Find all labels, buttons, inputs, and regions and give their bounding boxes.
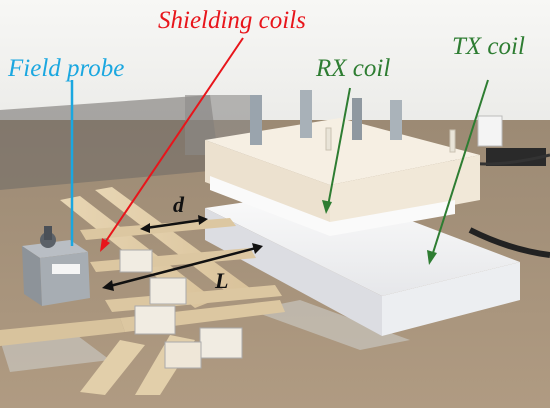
cable xyxy=(468,227,550,258)
rx-coil-side xyxy=(330,155,480,228)
shielding-coil-frame xyxy=(0,187,285,395)
dimension-L-arrow xyxy=(102,243,263,291)
rx-coil-label: RX coil xyxy=(316,55,391,82)
tx-coil-arrowhead xyxy=(427,250,437,265)
shielding-coils-label: Shielding coils xyxy=(158,7,306,34)
tx-coil-pointer xyxy=(431,79,489,257)
wall-socket xyxy=(477,115,503,147)
rx-coil-front xyxy=(205,140,330,228)
tx-coil-label: TX coil xyxy=(452,33,525,60)
field-probe-label: Field probe xyxy=(8,55,125,82)
shielding-coils-pointer xyxy=(103,37,244,245)
rx-coil-arrowhead xyxy=(322,200,332,214)
rx-coil-plate xyxy=(210,176,455,236)
support-pillar xyxy=(250,95,262,145)
dimension-d-label: d xyxy=(173,192,184,217)
floor-tape xyxy=(250,300,410,350)
rx-coil-top xyxy=(205,118,480,185)
tx-coil-side xyxy=(382,262,520,336)
shielding-coils-arrowhead xyxy=(100,238,110,252)
back-equipment xyxy=(0,95,220,190)
rx-coil-pointer xyxy=(327,87,351,207)
power-strip xyxy=(486,148,546,166)
dimension-L-label: L xyxy=(215,268,229,293)
support-pillar-4 xyxy=(352,98,362,140)
bolt xyxy=(325,127,332,151)
dimension-d-arrow xyxy=(140,215,208,233)
support-pillar-2 xyxy=(300,90,312,138)
field-probe-device xyxy=(22,226,90,306)
bolt-2 xyxy=(449,129,456,153)
support-pillar-3 xyxy=(390,100,402,140)
tx-coil-front xyxy=(205,208,382,336)
